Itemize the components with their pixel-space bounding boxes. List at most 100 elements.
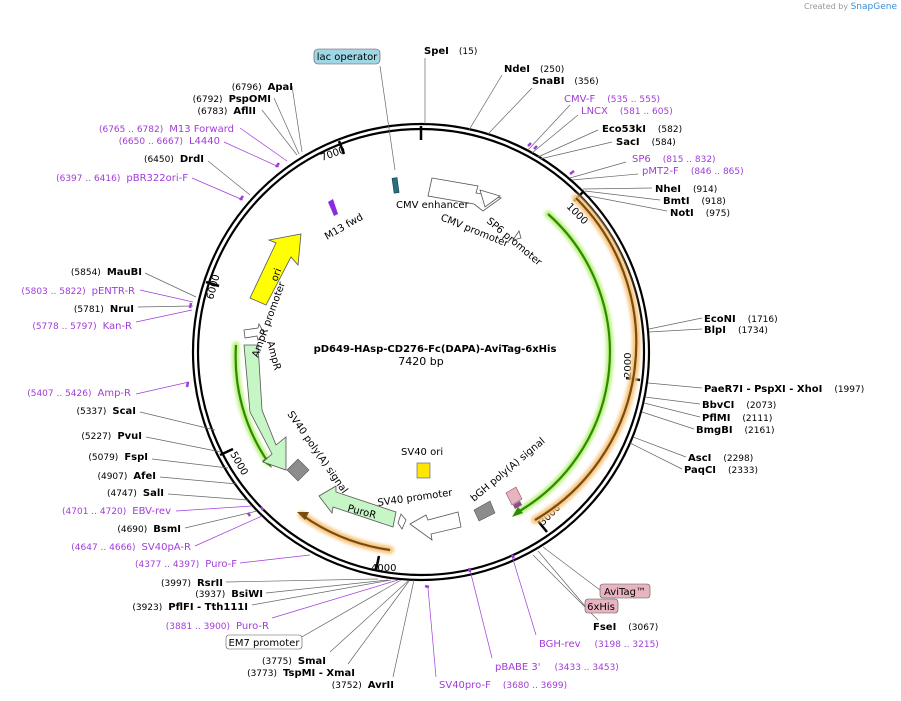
- leader-avrii: [392, 579, 415, 678]
- primer-pos: (3881 .. 3900): [166, 622, 230, 632]
- site-name: MauBI: [107, 267, 142, 278]
- primer-mark-l4440: [275, 162, 280, 168]
- site-label-bsmi: (4690)BsmI: [117, 524, 181, 535]
- primer-mark-kanr: [188, 302, 193, 309]
- site-pos: (2073): [746, 401, 776, 411]
- leader-sv40par: [194, 515, 263, 547]
- site-pos: (3752): [332, 681, 362, 691]
- site-name: BlpI: [704, 325, 726, 336]
- site-pos: (250): [540, 65, 564, 75]
- tick-5000: [219, 447, 234, 457]
- site-label-spei: SpeI(15): [424, 46, 477, 57]
- cmv-promoter-arrow: [479, 189, 501, 208]
- amp-arc-green: [234, 344, 269, 463]
- leader-pflmi: [643, 402, 701, 418]
- primer-name: Kan-R: [103, 321, 132, 332]
- lac-operator-mark: [391, 177, 400, 194]
- leader-lac: [379, 65, 396, 171]
- site-pos: (2111): [742, 414, 772, 424]
- site-label-pspomi: (6792)PspOMI: [193, 94, 271, 105]
- primer-label-pmt2f: pMT2-F(846 .. 865): [642, 166, 744, 177]
- site-name: NdeI: [504, 64, 530, 75]
- lac-operator-bg: [313, 48, 381, 65]
- primer-mark-ebvrev: [246, 512, 252, 517]
- sv40-ori-mark: [416, 462, 431, 479]
- site-pos: (5227): [81, 432, 111, 442]
- site-name: PvuI: [117, 431, 142, 442]
- leader-pspomi: [273, 97, 300, 155]
- site-name: BmgBI: [696, 425, 733, 436]
- site-name: PflFI - Tth111I: [168, 602, 248, 613]
- site-name: FseI: [593, 622, 616, 633]
- site-pos: (1734): [738, 326, 768, 336]
- site-pos: (3923): [132, 603, 162, 613]
- site-pos: (2333): [728, 466, 758, 476]
- bgh-polya-signal-mark: [473, 500, 496, 522]
- primer-mark-pbr322orif: [239, 195, 244, 201]
- plasmid-length: 7420 bp: [398, 355, 443, 368]
- leader-kanr: [135, 309, 193, 323]
- site-label-nrui: (5781)NruI: [74, 304, 134, 315]
- primer-pos: (4377 .. 4397): [135, 560, 199, 570]
- site-label-scai: (5337)ScaI: [76, 406, 136, 417]
- site-label-maubi: (5854)MauBI: [71, 267, 142, 278]
- site-pos: (918): [702, 197, 726, 207]
- primer-name: M13 Forward: [169, 124, 234, 135]
- site-label-bmti: BmtI(918): [663, 196, 726, 207]
- site-name: ScaI: [112, 406, 136, 417]
- site-name: EcoNI: [704, 314, 736, 325]
- site-label-asci: AscI(2298): [688, 453, 753, 464]
- site-label-bbvci: BbvCI (2073): [702, 400, 776, 411]
- leader-saci: [539, 141, 613, 160]
- leader-purof: [239, 554, 311, 564]
- leader-m13forward: [239, 127, 288, 162]
- primer-pos: (5407 .. 5426): [27, 389, 91, 399]
- primer-pos: (4647 .. 4666): [71, 543, 135, 553]
- leader-6xhis: [537, 550, 586, 607]
- tick-label-4000: 4000: [371, 563, 396, 574]
- site-name: BbvCI: [702, 400, 734, 411]
- primer-label-ampr: (5407 .. 5426) Amp-R: [27, 388, 131, 399]
- tick-label-7000: 7000: [319, 145, 347, 164]
- site-pos: (914): [693, 185, 717, 195]
- leader-blpi: [648, 328, 703, 333]
- leader-l4440: [223, 141, 280, 168]
- primer-name: Amp-R: [98, 388, 132, 399]
- leader-bbvci: [644, 396, 701, 405]
- primer-name: SP6: [632, 154, 651, 165]
- primer-name: BGH-rev: [539, 639, 581, 650]
- leader-ampr: [135, 381, 190, 395]
- avitag-box: AviTag™: [599, 583, 651, 599]
- site-label-eco53ki: Eco53kI(582): [602, 124, 682, 135]
- primer-mark-ampr: [185, 381, 190, 388]
- em7-promoter-box: EM7 promoter: [225, 634, 303, 650]
- site-label-fspi: (5079)FspI: [88, 452, 148, 463]
- leader-maubi: [144, 272, 197, 298]
- leader-tth111i: [251, 579, 392, 606]
- site-label-sali: (4747)SalI: [107, 488, 164, 499]
- site-label-econi: EcoNI(1716): [704, 314, 778, 325]
- 6xhis-mark: [513, 501, 522, 509]
- primer-mark-sv40prof: [424, 584, 430, 589]
- leader-nhei: [582, 187, 653, 190]
- site-label-ndei: NdeI (250): [504, 64, 564, 75]
- site-label-smai: (3775)SmaI: [262, 656, 326, 667]
- site-pos: (3937): [195, 590, 225, 600]
- branding-prefix: Created by: [804, 2, 849, 11]
- primer-label-m13forward: (6765 .. 6782)M13 Forward: [99, 124, 234, 135]
- leader-puror: [271, 579, 399, 619]
- leader-ndei: [468, 74, 503, 131]
- site-pos: (5781): [74, 305, 104, 315]
- site-label-xhoi: PaeR7I - PspXI - XhoI(1997): [704, 384, 864, 395]
- site-name: PaeR7I - PspXI - XhoI: [704, 384, 822, 395]
- leader-avitag: [542, 546, 601, 591]
- avitag-bg: [599, 583, 651, 599]
- leader-pvui: [145, 436, 222, 453]
- site-label-fsei: FseI(3067): [593, 622, 658, 633]
- primer-name: CMV-F: [564, 94, 595, 105]
- site-pos: (2161): [745, 426, 775, 436]
- site-name: PaqCI: [684, 465, 716, 476]
- primer-pos: (5803 .. 5822): [21, 287, 85, 297]
- primer-label-puror: (3881 .. 3900)Puro-R: [166, 621, 269, 632]
- leader-eco53ki: [537, 129, 599, 158]
